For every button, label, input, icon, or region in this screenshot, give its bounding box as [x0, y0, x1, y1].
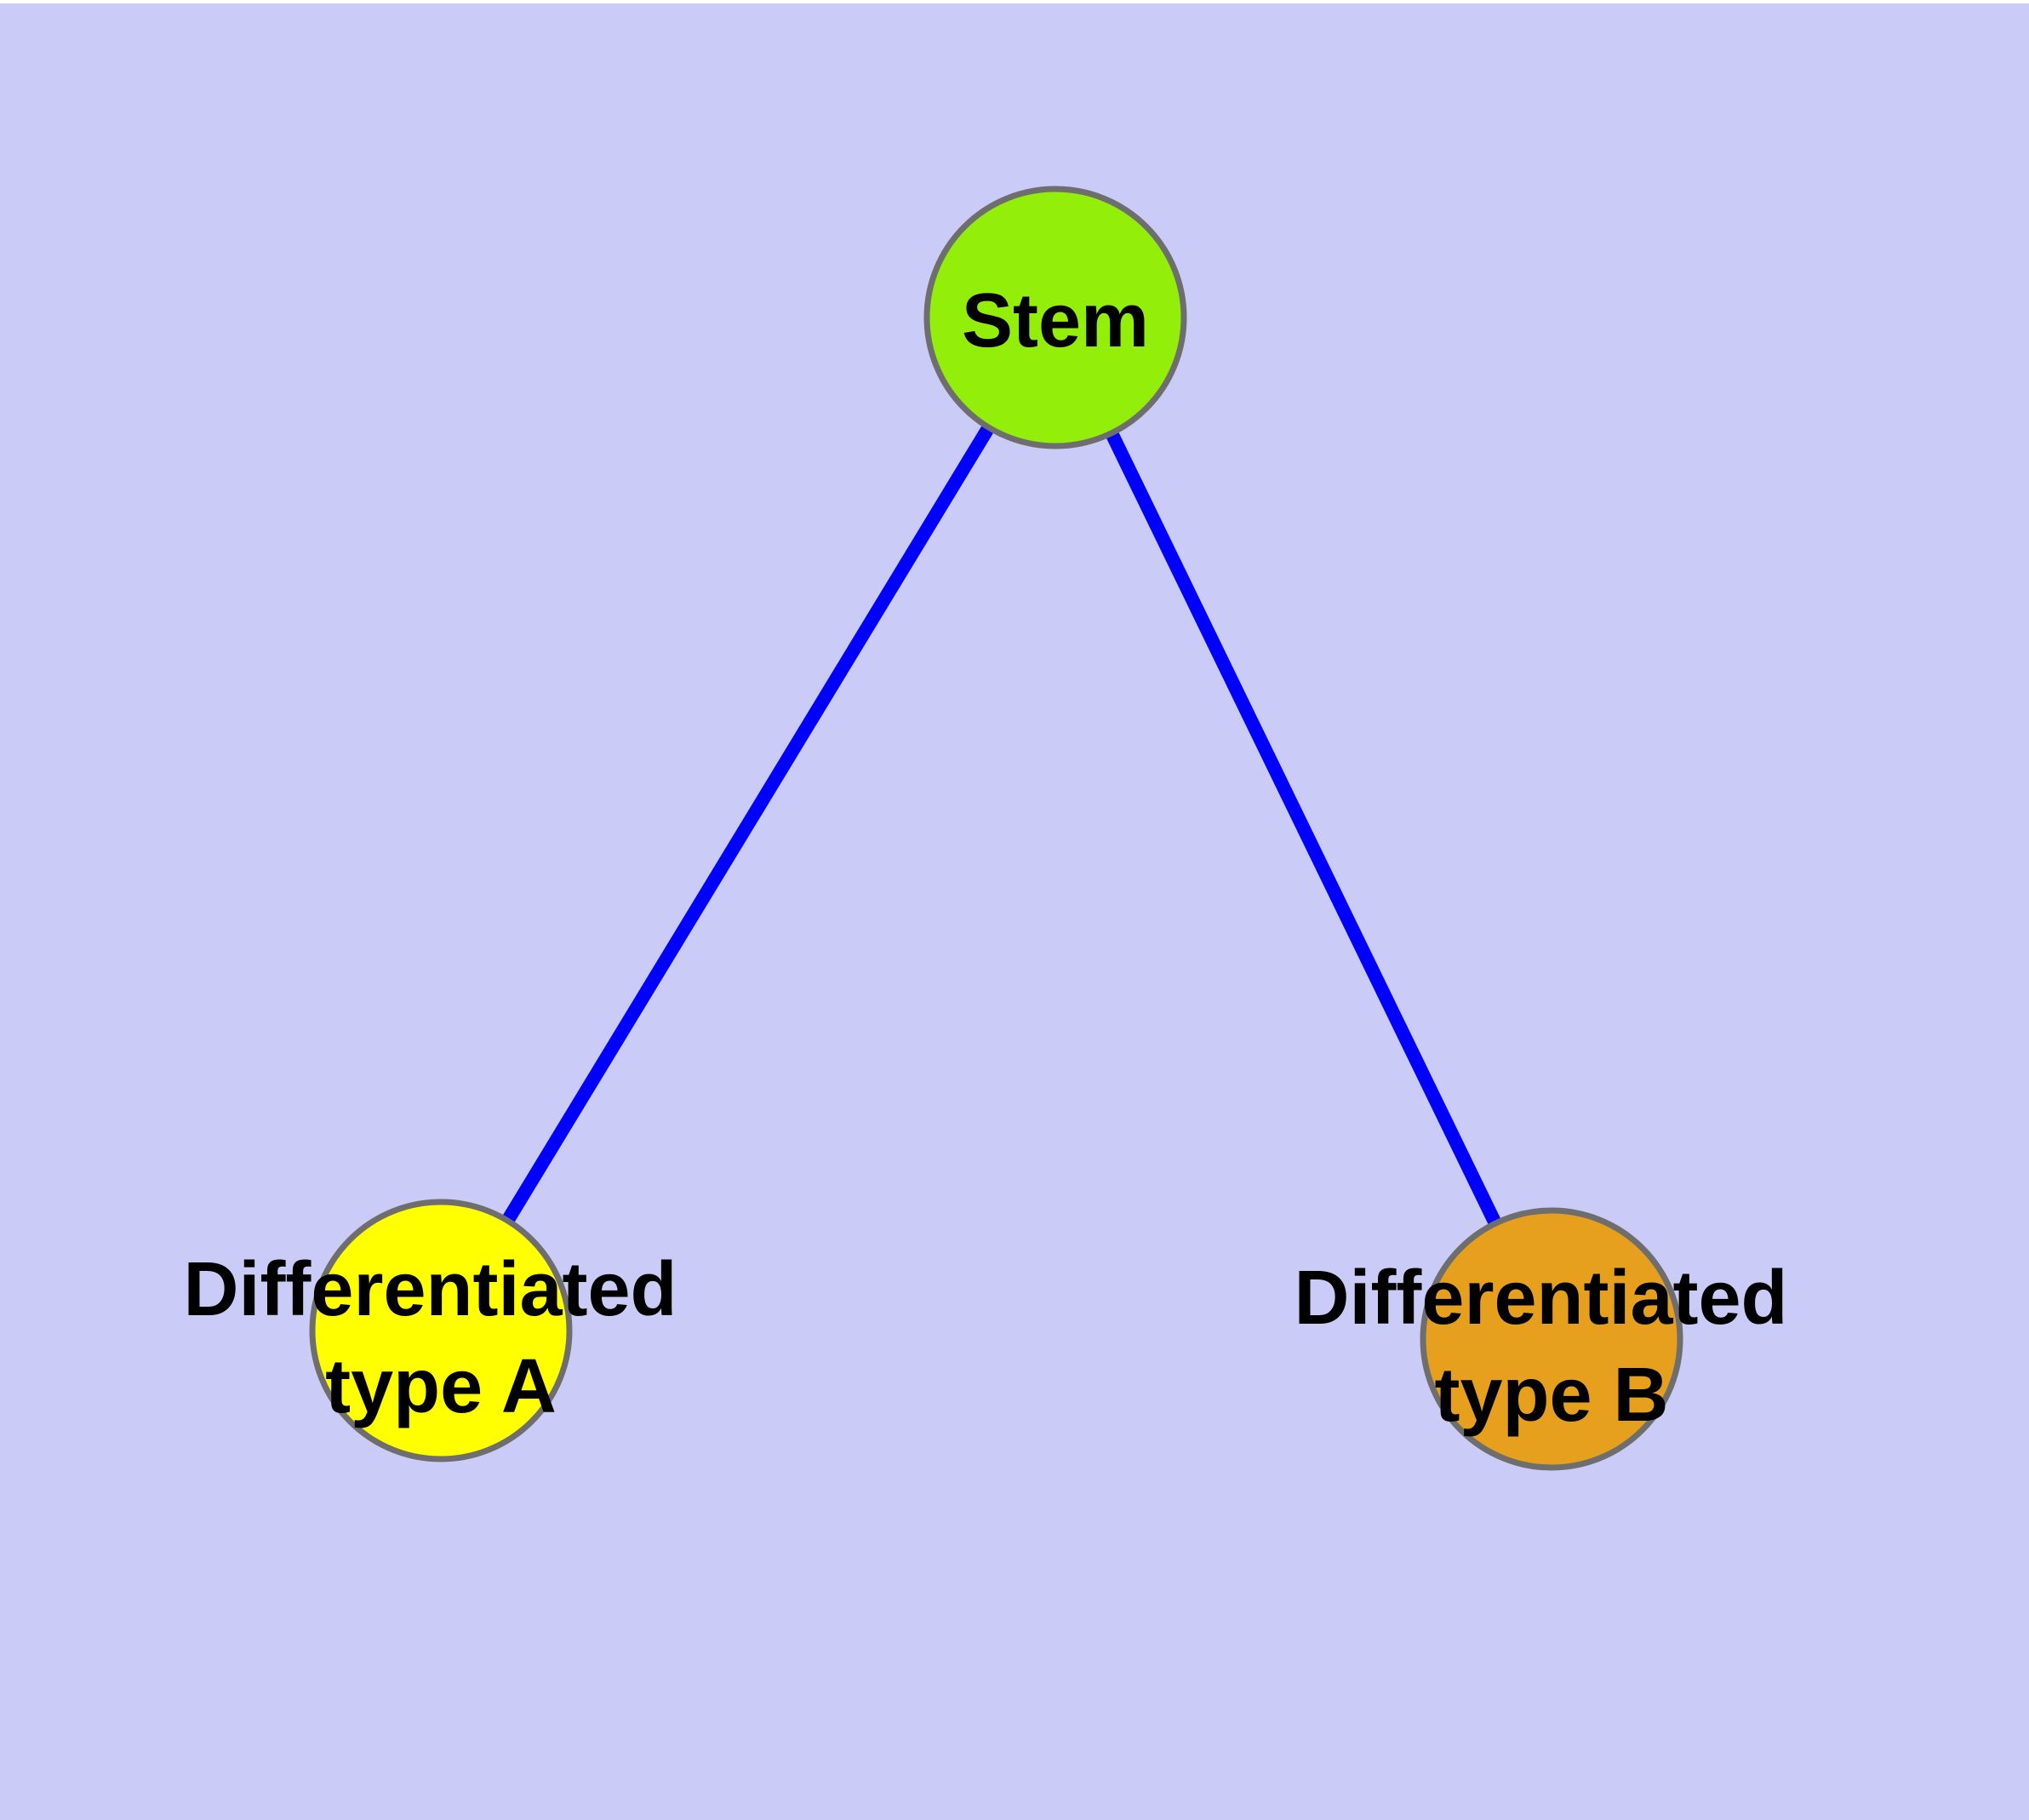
- edge-stem-to-type-a: [435, 313, 1061, 1335]
- node-type-b-label: Differentiated type B: [1294, 1256, 1809, 1438]
- node-type-a-circle: [309, 1199, 573, 1462]
- node-type-a-label-line1: Differentiated: [183, 1247, 677, 1332]
- node-stem-circle: [923, 186, 1187, 449]
- node-type-b-label-line2: type B: [1434, 1353, 1668, 1438]
- node-type-a-label: Differentiated type A: [183, 1247, 698, 1429]
- node-type-a-label-line2: type A: [325, 1344, 557, 1429]
- node-type-b-label-line1: Differentiated: [1294, 1256, 1787, 1341]
- node-stem-label: Stem: [962, 278, 1149, 363]
- node-type-b-circle: [1420, 1207, 1683, 1471]
- edge-stem-to-type-b: [1049, 314, 1558, 1342]
